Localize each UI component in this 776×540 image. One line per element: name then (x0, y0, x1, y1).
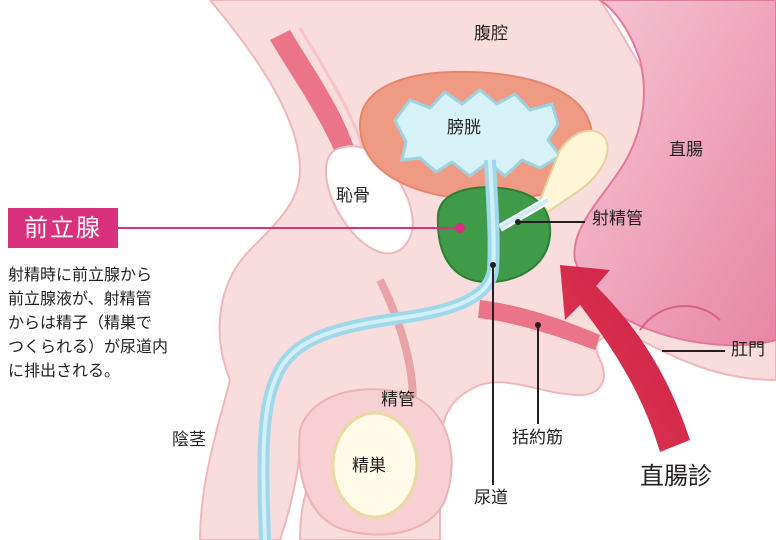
label-urethra: 尿道 (474, 490, 508, 507)
description-line: からは精子（精巣で (8, 311, 168, 335)
label-prostate: 前立腺 (8, 208, 118, 248)
label-anus: 肛門 (731, 342, 765, 359)
label-vas-deferens: 精管 (381, 392, 415, 409)
label-rectum: 直腸 (669, 142, 703, 159)
description-line: 前立腺液が、射精管 (8, 287, 168, 311)
label-rectal-exam: 直腸診 (640, 456, 712, 491)
description-line: に排出される。 (8, 359, 168, 383)
label-pubic-bone: 恥骨 (336, 188, 370, 205)
description-line: つくられる）が尿道内 (8, 335, 168, 359)
description-line: 射精時に前立腺から (8, 263, 168, 287)
label-abdominal-cavity: 腹腔 (474, 26, 508, 43)
prostate-marker (455, 223, 465, 233)
label-testis: 精巣 (352, 458, 386, 475)
prostate-description: 射精時に前立腺から 前立腺液が、射精管 からは精子（精巣で つくられる）が尿道内… (8, 263, 168, 383)
label-ejaculatory-duct: 射精管 (592, 211, 643, 228)
label-penis: 陰茎 (172, 432, 206, 449)
label-sphincter: 括約筋 (510, 429, 565, 448)
label-bladder: 膀胱 (447, 120, 481, 137)
